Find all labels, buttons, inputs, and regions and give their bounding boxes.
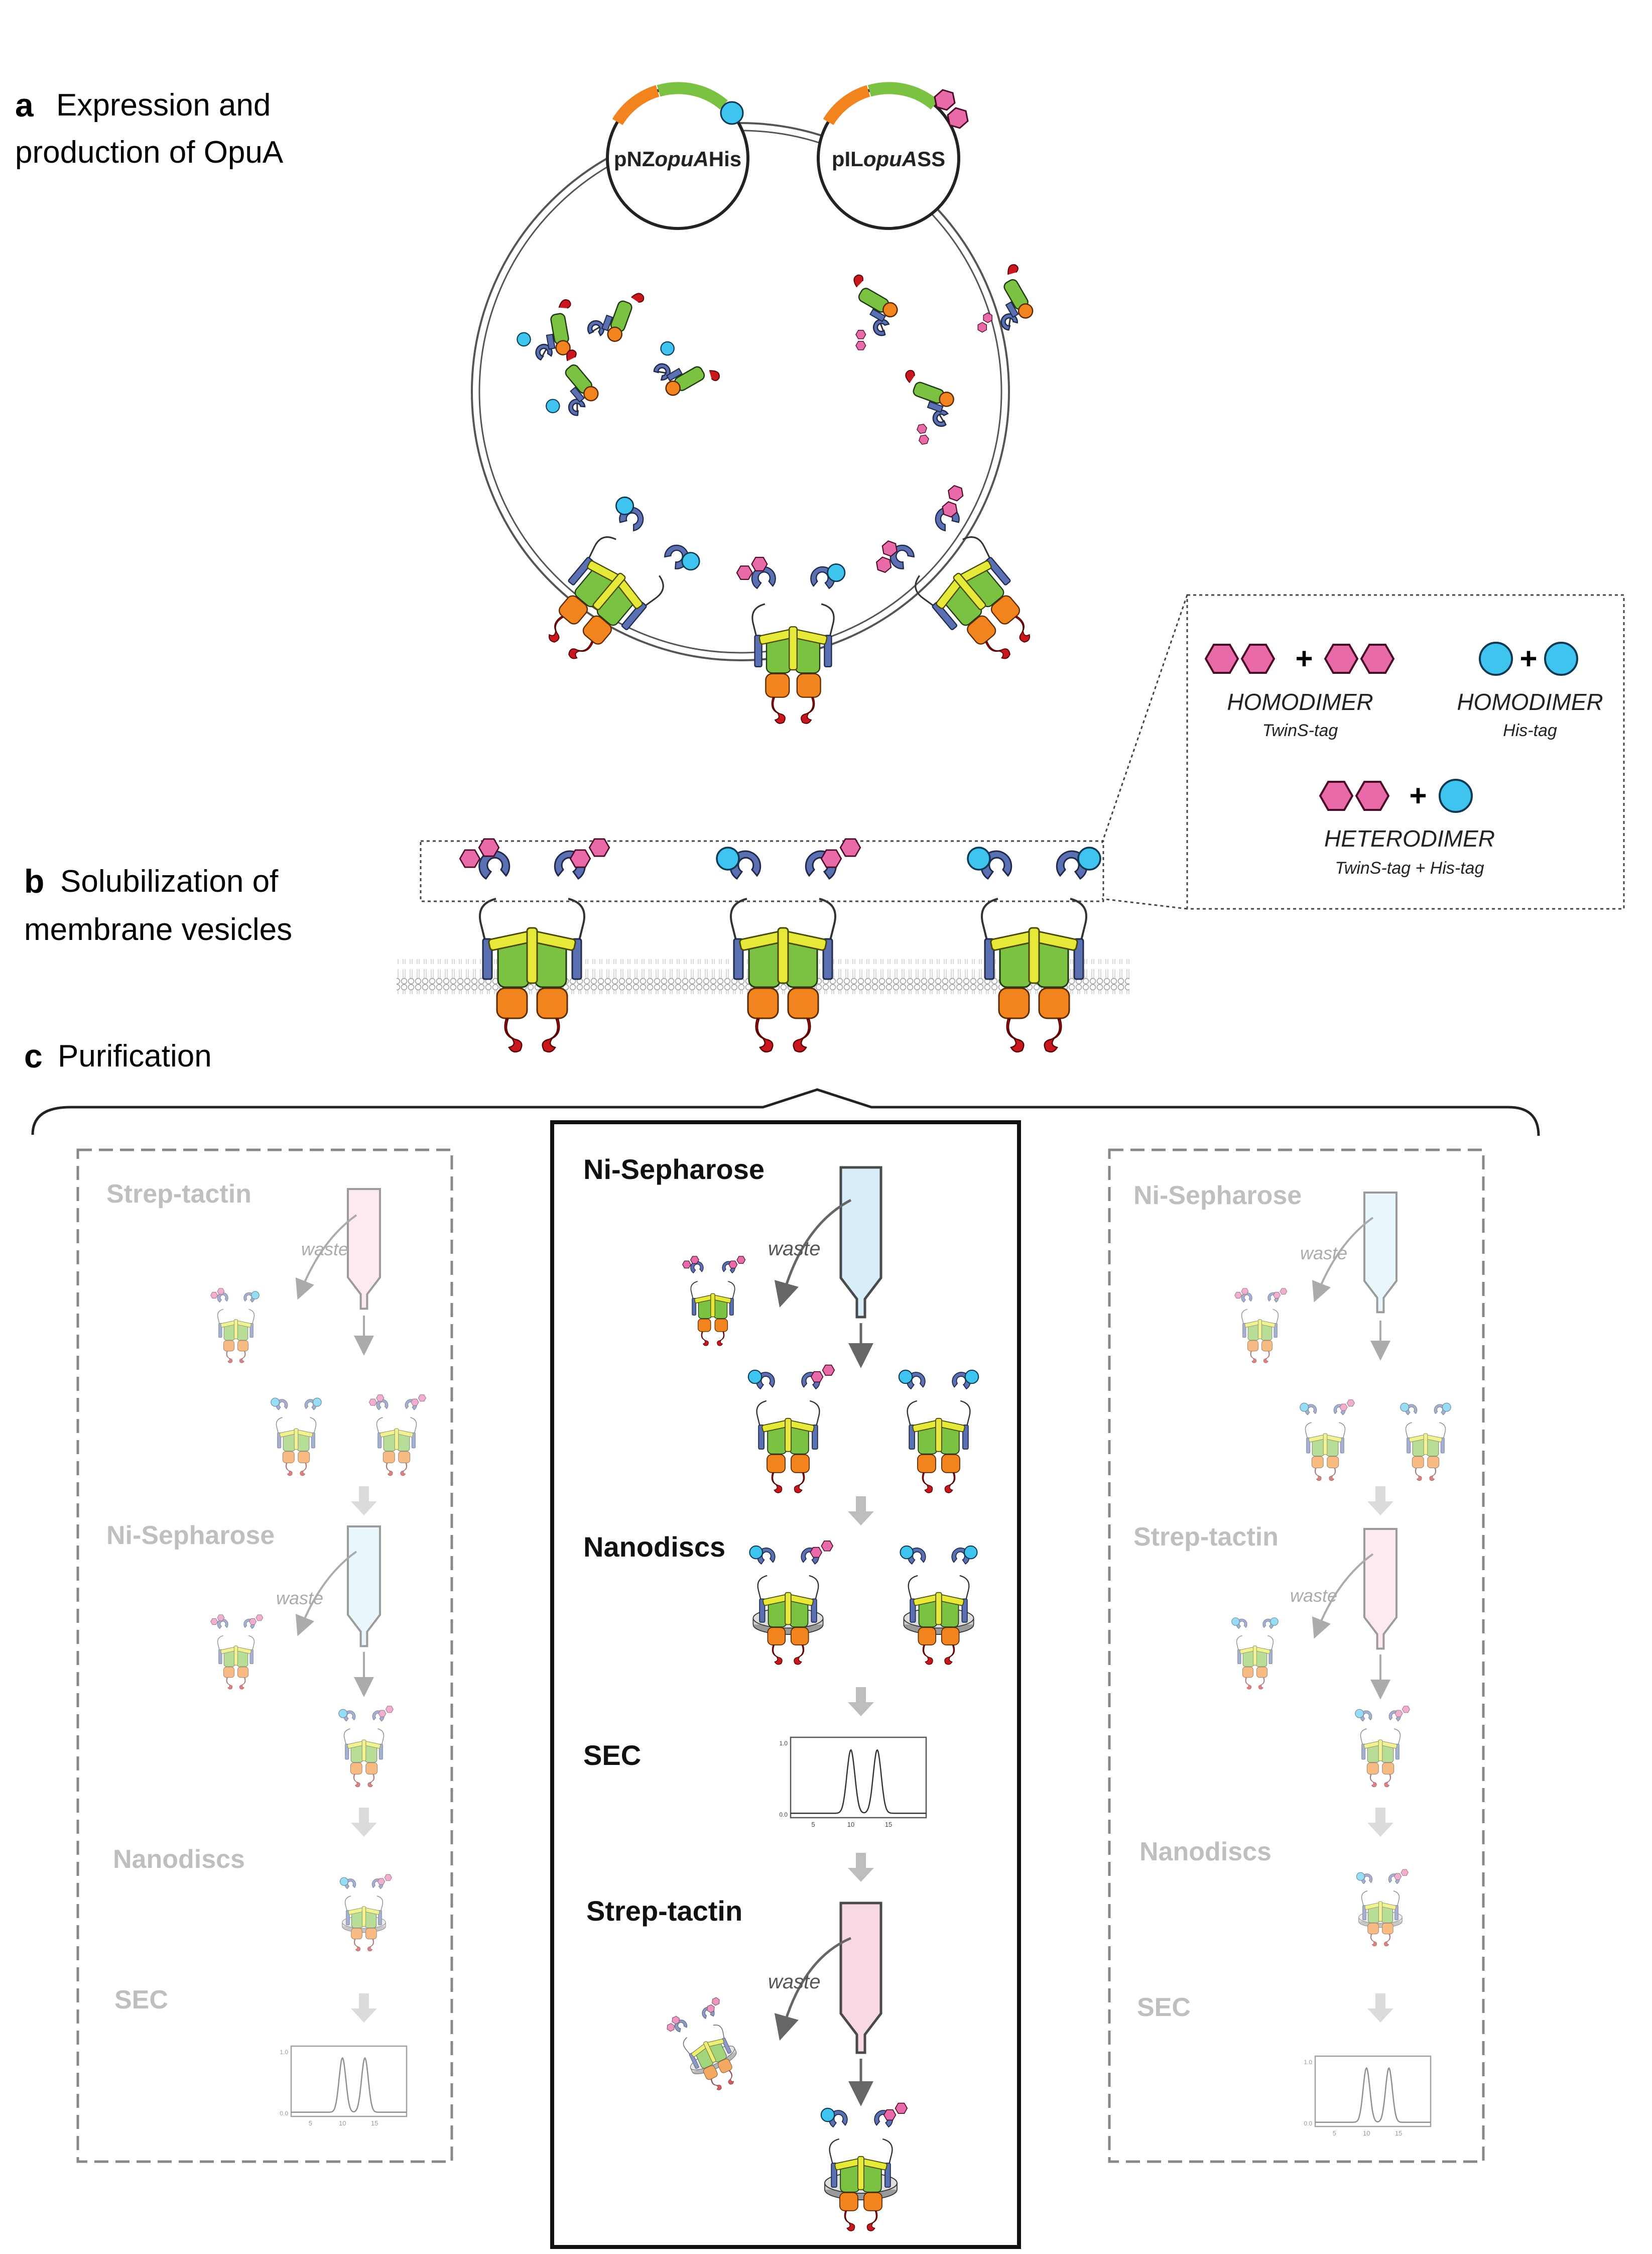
sec-x-tick: 15 [371, 2119, 378, 2127]
legend-plus-3: + [1409, 779, 1427, 812]
legend-twins-homodimer: + HOMODIMER TwinS-tag [1204, 642, 1395, 740]
legend-plus-2: + [1519, 642, 1537, 675]
sec-y-tick: 0.0 [280, 2110, 288, 2117]
right-step1-label: Ni-Sepharose [1133, 1181, 1302, 1210]
left-waste-1: waste [301, 1239, 348, 1259]
plasmid-ss-gene: opuA [863, 147, 917, 171]
sec-x-tick: 5 [1333, 2129, 1336, 2137]
left-sec-chart: 5 10 15 1.0 0.0 [280, 2045, 408, 2127]
sec-x-tick: 10 [1363, 2129, 1370, 2137]
middle-sec-chart: 5 10 15 1.0 0.0 [779, 1736, 927, 1828]
legend-hetero-title: HETERODIMER [1324, 825, 1495, 852]
legend-homo-twins-sub: TwinS-tag [1262, 721, 1338, 740]
panel-c-title: Purification [58, 1039, 212, 1074]
middle-waste-2: waste [768, 1971, 821, 1993]
panel-b-title-line1: Solubilization of [60, 864, 279, 899]
sec-x-tick: 10 [847, 1821, 854, 1828]
panel-a-letter: a [15, 86, 34, 124]
right-step4-label: SEC [1137, 1993, 1191, 2022]
cytoplasmic-monomers [516, 262, 1044, 446]
right-waste-1: waste [1300, 1243, 1347, 1263]
svg-text:pILopuASS: pILopuASS [832, 147, 945, 171]
middle-purification-column: Ni-Sepharose waste Nanodiscs SEC 5 10 15 1.… [550, 1120, 1021, 2249]
left-purification-column: Strep-tactin waste Ni-Sepharose waste Na… [76, 1148, 453, 2163]
plasmid-ss: pILopuASS [817, 82, 969, 230]
solubilized-membrane [397, 838, 1129, 1053]
left-waste-2: waste [276, 1588, 323, 1608]
panel-c-brace [31, 1088, 1540, 1136]
legend-his-homodimer: + HOMODIMER His-tag [1457, 642, 1603, 740]
legend-homo-his-title: HOMODIMER [1457, 689, 1603, 715]
sec-y-tick: 1.0 [779, 1740, 788, 1747]
legend-homo-his-sub: His-tag [1503, 721, 1557, 740]
sec-x-tick: 10 [339, 2119, 346, 2127]
plasmid-his-gene: opuA [655, 147, 709, 171]
plasmid-his-suffix: His [709, 147, 741, 171]
panel-c-letter: c [24, 1037, 43, 1075]
left-step3-label: Nanodiscs [113, 1845, 245, 1874]
panel-a-title-line2: production of OpuA [15, 135, 284, 170]
sec-x-tick: 5 [309, 2119, 312, 2127]
sec-y-tick: 0.0 [779, 1811, 788, 1818]
right-step3-label: Nanodiscs [1139, 1837, 1272, 1866]
sec-x-tick: 15 [1395, 2129, 1402, 2137]
middle-step3-label: SEC [583, 1739, 641, 1771]
plasmid-his: pNZopuAHis [606, 82, 749, 230]
svg-text:pNZopuAHis: pNZopuAHis [614, 147, 741, 171]
legend-heterodimer: + HETERODIMER TwinS-tag + His-tag [1319, 779, 1495, 878]
sec-x-tick: 15 [885, 1821, 892, 1828]
middle-step4-label: Strep-tactin [586, 1895, 742, 1927]
right-purification-column: Ni-Sepharose waste Strep-tactin waste Na… [1108, 1148, 1485, 2163]
middle-step1-label: Ni-Sepharose [583, 1153, 765, 1185]
plasmid-ss-suffix: SS [917, 147, 945, 171]
legend-hetero-sub: TwinS-tag + His-tag [1335, 859, 1484, 878]
panel-a-title-line1: Expression and [56, 88, 271, 123]
sec-y-tick: 0.0 [1304, 2120, 1312, 2127]
legend-box: + HOMODIMER TwinS-tag + HOMODIMER His-ta… [1101, 594, 1625, 910]
middle-step2-label: Nanodiscs [583, 1531, 725, 1563]
panel-c-heading: c Purification [24, 1037, 212, 1075]
left-step4-label: SEC [114, 1985, 168, 2014]
right-sec-chart: 5 10 15 1.0 0.0 [1304, 2055, 1432, 2137]
panel-a-heading: a Expression and production of OpuA [15, 86, 284, 170]
right-waste-2: waste [1290, 1585, 1337, 1606]
panel-b-title-line2: membrane vesicles [24, 912, 292, 947]
left-step1-label: Strep-tactin [106, 1179, 251, 1209]
legend-plus-1: + [1295, 642, 1313, 675]
right-step2-label: Strep-tactin [1133, 1522, 1279, 1552]
sec-y-tick: 1.0 [1304, 2059, 1312, 2066]
middle-waste-1: waste [768, 1238, 821, 1260]
plasmid-his-prefix: pNZ [614, 147, 655, 171]
sec-x-tick: 5 [811, 1821, 815, 1828]
cell-membrane-complexes [528, 482, 1051, 725]
sec-y-tick: 1.0 [280, 2049, 288, 2056]
left-step2-label: Ni-Sepharose [106, 1521, 275, 1550]
legend-homo-twins-title: HOMODIMER [1227, 689, 1373, 715]
plasmid-ss-prefix: pIL [832, 147, 863, 171]
panel-b-heading: b Solubilization of membrane vesicles [24, 863, 292, 947]
panel-b-letter: b [24, 863, 44, 900]
